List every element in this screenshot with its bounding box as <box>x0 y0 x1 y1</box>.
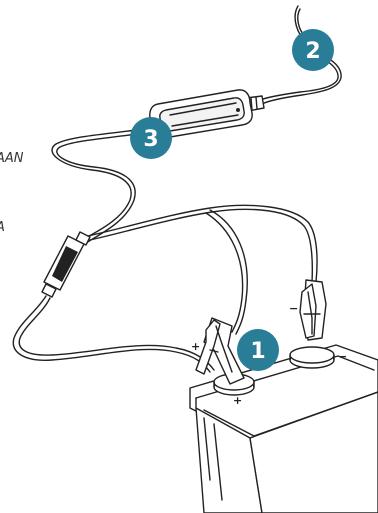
positive-clamp <box>196 318 244 384</box>
positive-terminal-symbol: + <box>233 394 242 407</box>
negative-clamp-symbol: − <box>289 302 298 315</box>
badge-2-number: 2 <box>305 39 320 64</box>
side-text-a: A <box>0 220 5 235</box>
badge-3: 3 <box>130 117 172 159</box>
negative-terminal-symbol: − <box>338 350 347 363</box>
cable-connector <box>42 232 90 297</box>
side-text-aan: AAN <box>0 151 24 166</box>
output-cable <box>52 129 143 240</box>
negative-terminal <box>290 347 334 368</box>
negative-clamp <box>300 280 326 340</box>
badge-3-number: 3 <box>143 127 158 152</box>
battery <box>190 345 378 513</box>
badge-1: 1 <box>237 329 279 371</box>
badge-1-number: 1 <box>250 339 265 364</box>
badge-2: 2 <box>292 29 334 71</box>
positive-clamp-symbol: + <box>191 340 200 353</box>
clamp-cable-lower <box>13 296 210 372</box>
